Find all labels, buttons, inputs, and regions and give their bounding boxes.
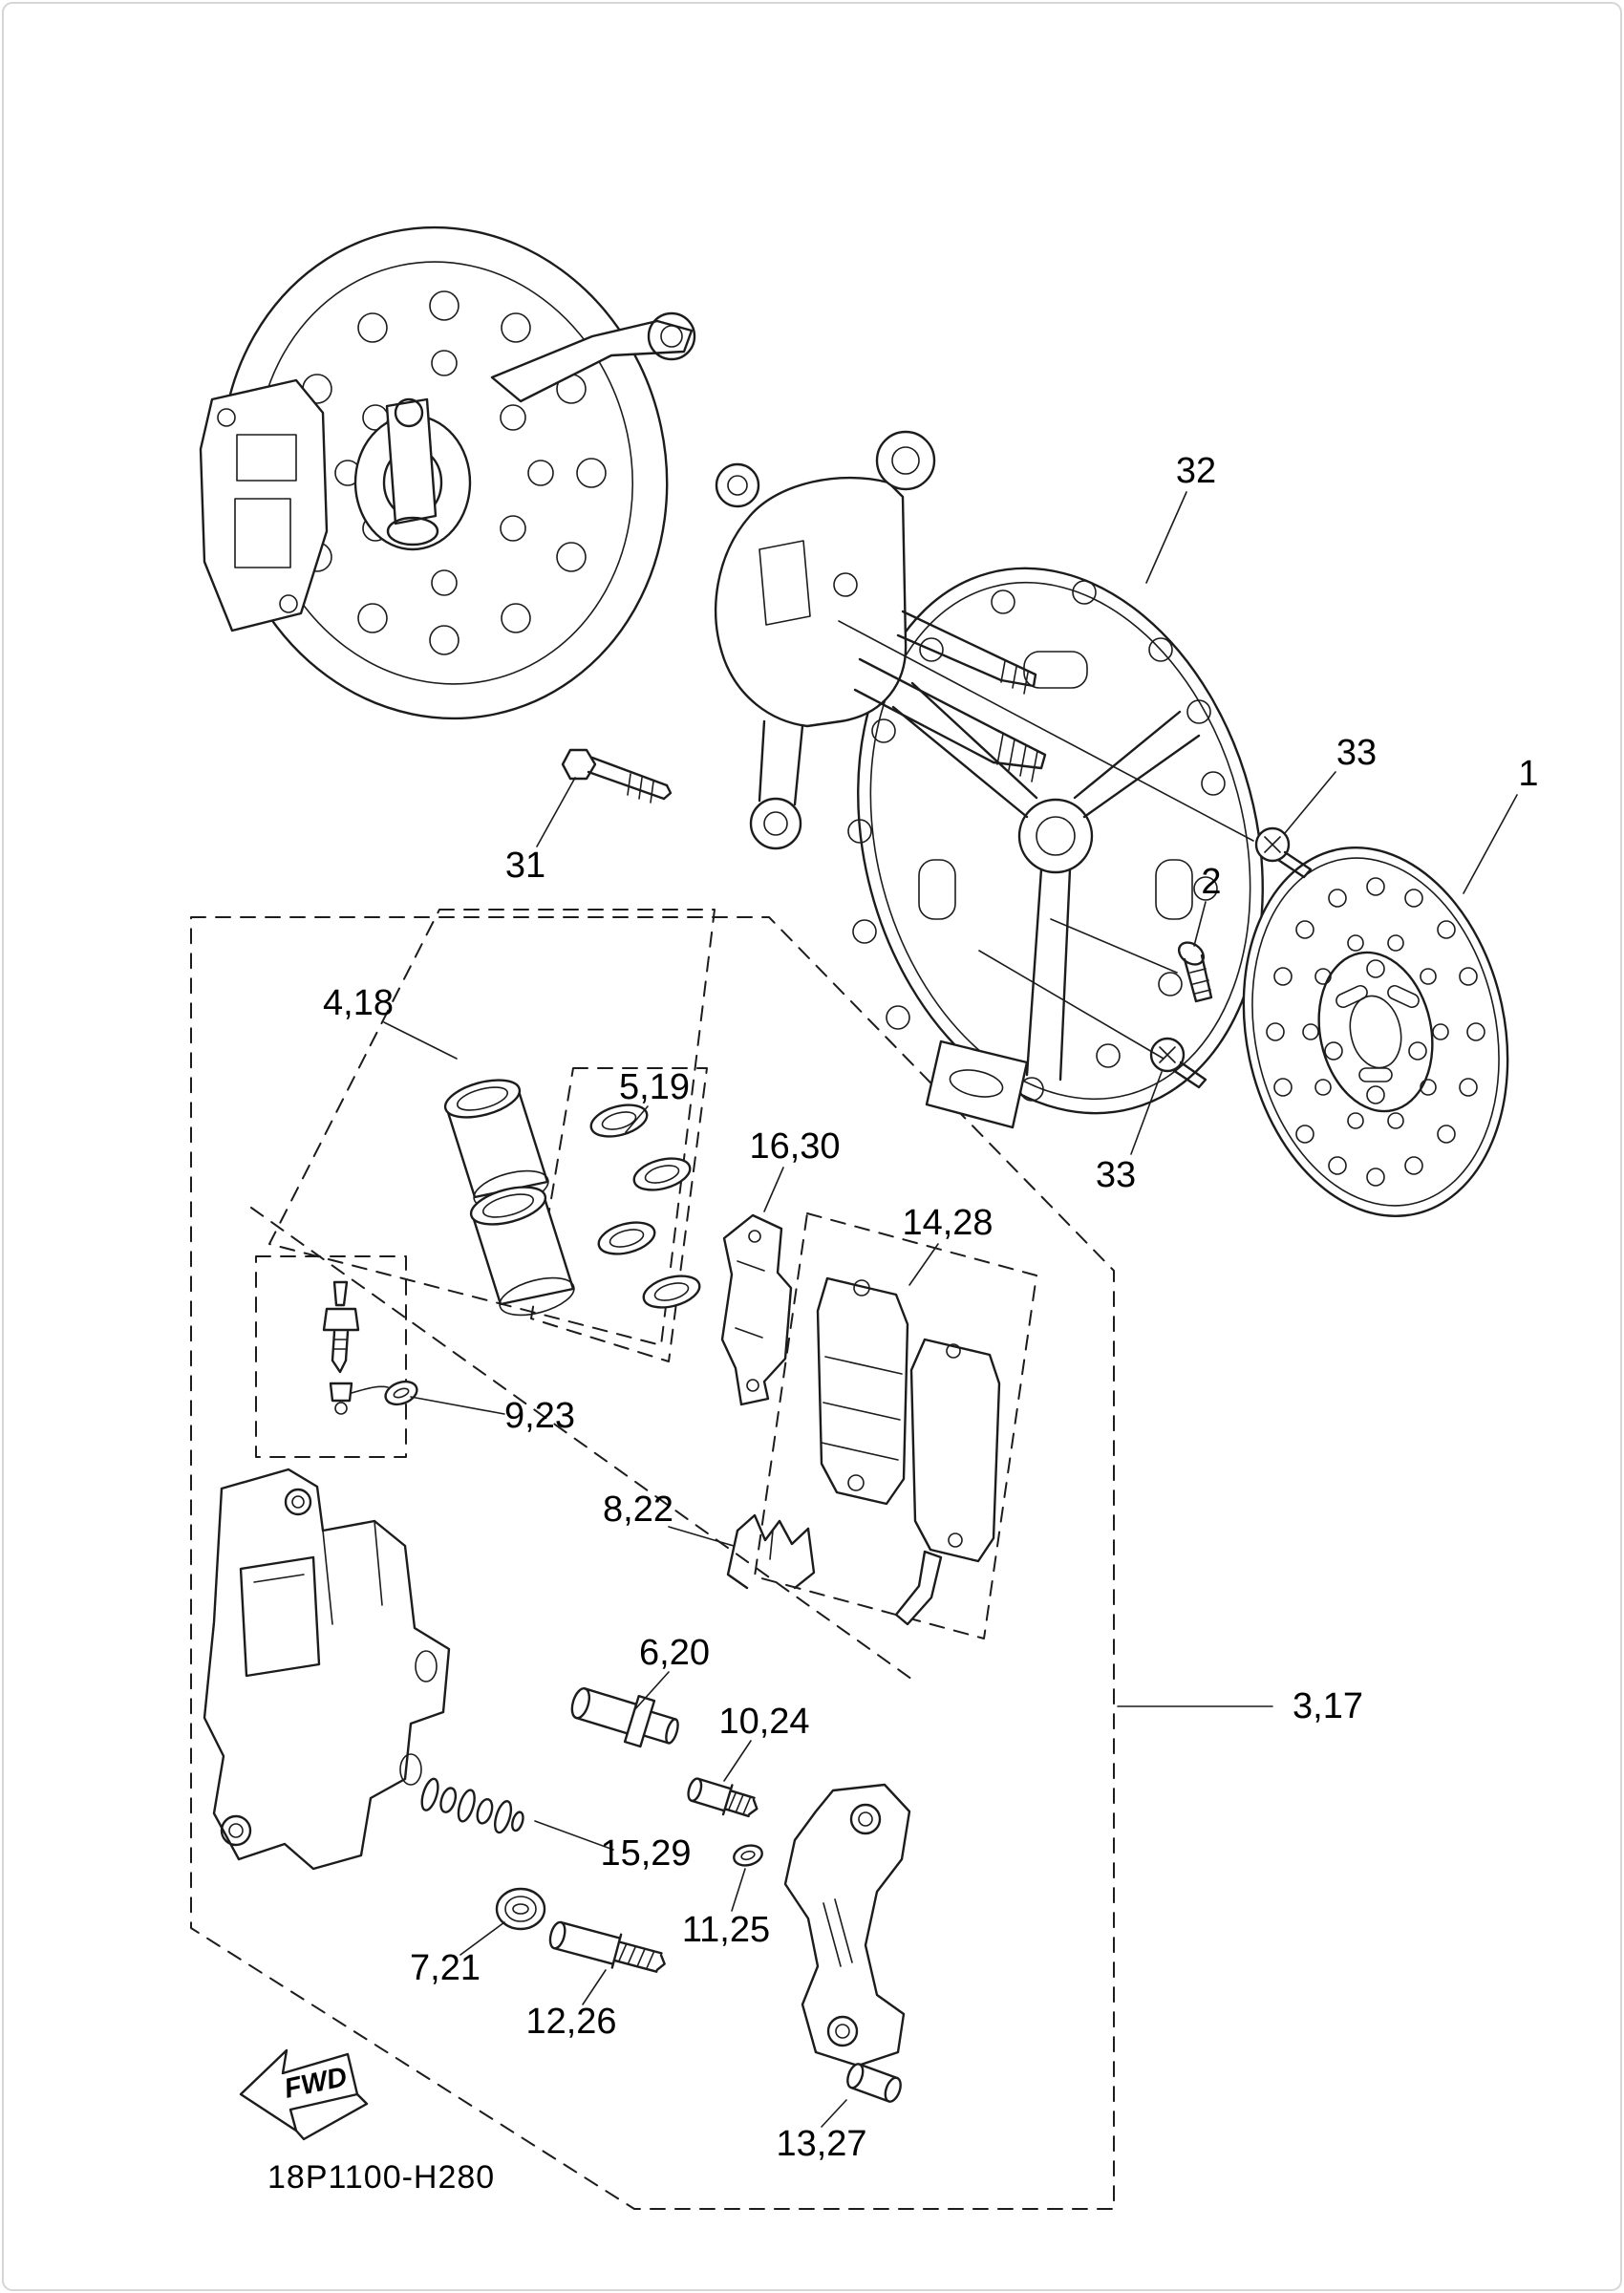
brake-disc [1242,846,1509,1217]
callout-slide-pin: 6,20 [639,1633,710,1673]
bleeder-screw [322,1280,418,1415]
caliper-bracket [783,1783,911,2103]
pin-bolt [687,1777,759,1818]
callout-boot: 7,21 [410,1948,481,1988]
pad-shim [720,1213,793,1406]
screw-upper-33 [1254,826,1313,879]
bolt-2 [1177,941,1213,1003]
reference-lines [838,620,1254,1060]
callout-bolt: 2 [1201,862,1221,902]
caliper-body [203,1468,451,1871]
fwd-direction-arrow: FWD [239,2048,369,2141]
callout-washer: 11,25 [682,1910,770,1950]
washer [733,1844,763,1867]
dashed-group-outlines [190,909,1115,2210]
assembled-hub-reference-view [199,225,696,720]
callout-flange-bolt: 31 [505,846,545,886]
piston-seals [589,1104,701,1309]
callout-pin-bolt: 10,24 [718,1702,809,1742]
callout-pistons: 4,18 [323,983,394,1023]
screw-lower-33 [1149,1037,1207,1089]
pad-spring [726,1513,816,1590]
knuckle-bolt-31 [561,748,673,804]
callout-disc-protector: 32 [1176,451,1216,491]
callout-caliper-assembly: 3,17 [1293,1686,1363,1726]
callout-screw-upper: 33 [1336,733,1377,773]
callout-bolt-long: 12,26 [525,2002,616,2042]
callout-caliper-bracket: 13,27 [776,2124,866,2164]
leader-lines [383,491,1518,2128]
callout-piston-seals: 5,19 [619,1067,690,1107]
callout-pad-shim: 16,30 [749,1126,840,1167]
slide-pin [570,1687,679,1748]
caliper-pistons [443,1079,575,1317]
callout-brake-pads: 14,28 [902,1203,993,1243]
boot-grommet [495,1887,546,1931]
callout-screw-lower: 33 [1096,1155,1136,1195]
brake-pads [816,1276,1001,1626]
diagram-code: 18P1100-H280 [267,2159,495,2196]
long-pin-bolt [548,1920,666,1973]
callout-bleeder-screw: 9,23 [504,1396,575,1436]
callout-pin-boot: 15,29 [600,1833,691,1874]
callout-pad-spring: 8,22 [603,1489,673,1530]
pin-boot-bellows [420,1777,524,1834]
steering-knuckle [715,430,1047,850]
disc-guard [847,567,1264,1129]
callout-brake-disc: 1 [1518,754,1538,794]
callout-labels: 32 33 1 31 2 33 4,18 5,19 16,30 14,28 9,… [323,451,1539,2164]
